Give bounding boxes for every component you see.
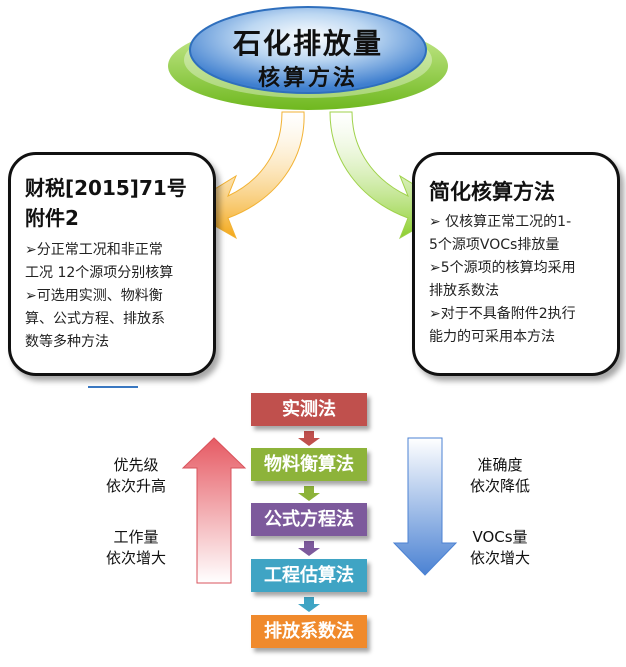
method-box-mass-balance: 物料衡算法 <box>251 448 367 481</box>
title-ellipse <box>189 6 427 94</box>
method-box-measurement: 实测法 <box>251 393 367 426</box>
list-item: ➢分正常工况和非正常 <box>25 242 163 258</box>
priority-label: 优先级 <box>113 456 159 474</box>
list-item: ➢对于不具备附件2执行 <box>429 306 576 322</box>
main-title: 石化排放量 <box>232 27 383 60</box>
list-item: 算、公式方程、排放系 <box>25 311 165 327</box>
right-box-list: ➢ 仅核算正常工况的1- 5个源项VOCs排放量 ➢5个源项的核算均采用 排放系… <box>429 211 609 349</box>
left-heading-line1: 财税[2015]71号 <box>25 176 187 200</box>
list-item: ➢可选用实测、物料衡 <box>25 288 163 304</box>
vocs-label: VOCs量 <box>472 528 528 546</box>
method-box-engineering-estimate: 工程估算法 <box>251 559 367 592</box>
right-box: 简化核算方法 ➢ 仅核算正常工况的1- 5个源项VOCs排放量 ➢5个源项的核算… <box>412 152 620 376</box>
workload-label: 工作量 <box>113 528 159 546</box>
list-item: 能力的可采用本方法 <box>429 329 555 345</box>
left-box: 财税[2015]71号 附件2 ➢分正常工况和非正常 工况 12个源项分别核算 … <box>8 152 216 376</box>
accuracy-label: 准确度 <box>477 456 523 474</box>
accuracy-down-arrow <box>392 437 458 576</box>
right-side-top-label: 准确度 依次降低 <box>450 455 550 497</box>
method-connectors <box>298 431 320 612</box>
left-box-heading: 财税[2015]71号 附件2 <box>25 173 205 233</box>
left-heading-line2: 附件2 <box>25 206 79 230</box>
accuracy-sub-label: 依次降低 <box>469 477 530 495</box>
list-item: 数等多种方法 <box>25 334 109 350</box>
priority-sub-label: 依次升高 <box>105 477 166 495</box>
method-box-emission-factor: 排放系数法 <box>251 615 367 648</box>
workload-sub-label: 依次增大 <box>105 549 166 567</box>
left-box-list: ➢分正常工况和非正常 工况 12个源项分别核算 ➢可选用实测、物料衡 算、公式方… <box>25 239 205 354</box>
list-item: 排放系数法 <box>429 283 499 299</box>
method-box-formula: 公式方程法 <box>251 503 367 536</box>
right-side-bottom-label: VOCs量 依次增大 <box>450 527 550 569</box>
vocs-sub-label: 依次增大 <box>469 549 530 567</box>
list-item: 5个源项VOCs排放量 <box>429 237 560 253</box>
list-item: ➢5个源项的核算均采用 <box>429 260 576 276</box>
left-side-top-label: 优先级 依次升高 <box>86 455 186 497</box>
left-side-bottom-label: 工作量 依次增大 <box>86 527 186 569</box>
list-item: ➢ 仅核算正常工况的1- <box>429 214 572 230</box>
right-box-heading: 简化核算方法 <box>429 177 609 207</box>
priority-up-arrow <box>181 437 247 584</box>
right-heading: 简化核算方法 <box>429 180 555 204</box>
main-subtitle: 核算方法 <box>257 65 358 91</box>
list-item: 工况 12个源项分别核算 <box>25 265 174 281</box>
